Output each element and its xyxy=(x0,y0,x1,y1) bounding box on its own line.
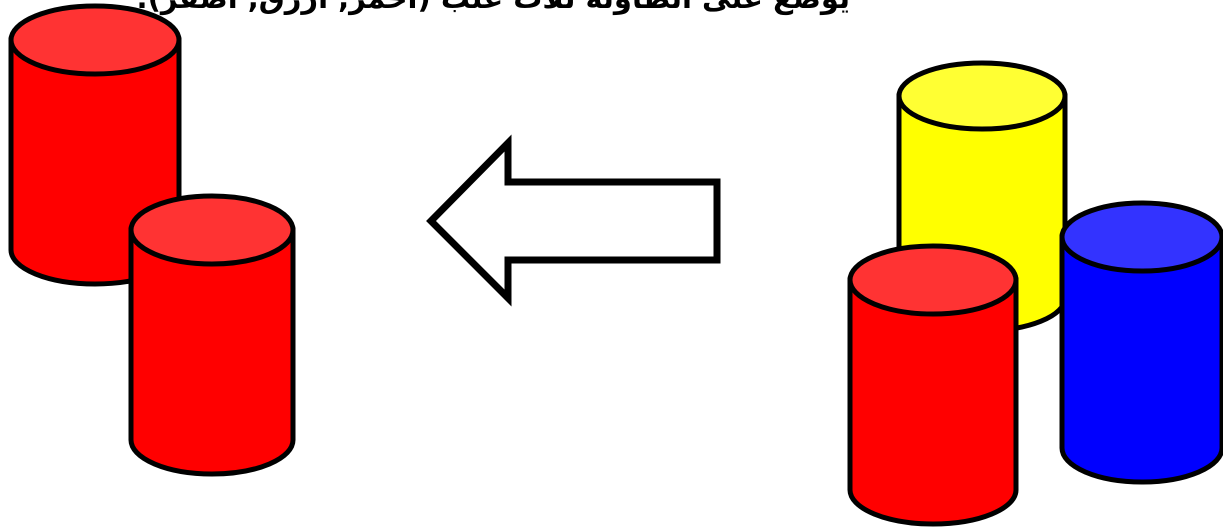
left-arrow-icon xyxy=(426,134,721,307)
red-cylinder-icon xyxy=(847,243,1019,527)
cylinder-body xyxy=(1059,234,1223,485)
cylinder-body xyxy=(847,277,1019,527)
cylinder-top xyxy=(128,193,296,267)
cylinder-top xyxy=(896,60,1068,132)
blue-cylinder-icon xyxy=(1059,200,1223,485)
cylinder-top xyxy=(847,243,1019,317)
caption-text: يوضع على الطاولة ثلاث علب (أحمر, أزرق, أ… xyxy=(137,0,850,18)
cylinder-top xyxy=(1059,200,1223,274)
cylinder-body xyxy=(128,227,296,477)
red-cylinder-icon xyxy=(128,193,296,477)
cylinder-top xyxy=(8,3,182,77)
